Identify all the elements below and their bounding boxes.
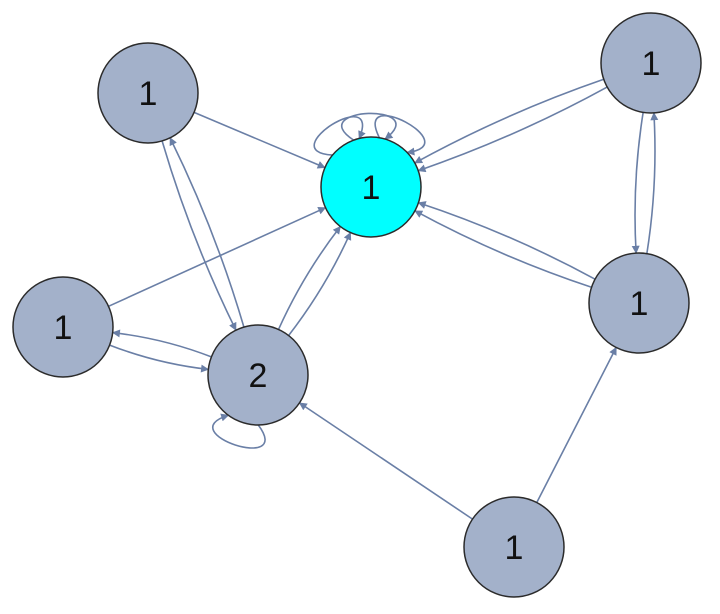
- node-hub: 2: [207, 324, 309, 426]
- node-top-right: 1: [600, 12, 702, 114]
- edge-hub-to-hub: [211, 413, 266, 449]
- node-label: 1: [54, 309, 73, 347]
- node-label: 1: [139, 75, 158, 113]
- edge-hub-to-center: [287, 231, 352, 336]
- node-label: 2: [249, 357, 268, 395]
- edge-bottom-to-right: [536, 346, 617, 503]
- node-label: 1: [505, 529, 524, 567]
- edge-center-to-center: [374, 114, 426, 156]
- node-circle: [320, 136, 422, 238]
- edge-top-right-to-center: [414, 78, 604, 164]
- edge-right-to-center: [414, 210, 592, 289]
- node-circle: [97, 42, 199, 144]
- node-label: 1: [630, 285, 649, 323]
- node-right: 1: [588, 252, 690, 354]
- node-bottom: 1: [463, 496, 565, 598]
- edge-top-right-to-center: [417, 86, 608, 173]
- edge-center-to-center: [313, 116, 366, 156]
- edge-hub-to-center: [277, 225, 342, 330]
- edge-hub-to-top-left: [169, 137, 245, 328]
- edge-top-right-to-right: [631, 112, 644, 254]
- edge-bottom-to-hub: [298, 402, 473, 520]
- edges-layer: [108, 78, 659, 520]
- node-circle: [588, 252, 690, 354]
- node-center: 1: [320, 136, 422, 238]
- edge-left-to-center: [108, 206, 327, 308]
- edge-right-to-top-right: [646, 112, 659, 254]
- node-label: 1: [642, 45, 661, 83]
- node-circle: [12, 276, 114, 378]
- edge-left-to-hub: [109, 344, 210, 373]
- edge-right-to-center: [417, 201, 596, 280]
- edge-top-left-to-center: [193, 111, 326, 169]
- edge-center-to-center: [341, 112, 397, 141]
- node-circle: [463, 496, 565, 598]
- node-left: 1: [12, 276, 114, 378]
- edge-top-left-to-hub: [161, 140, 237, 331]
- edge-hub-to-left: [111, 329, 212, 358]
- node-top-left: 1: [97, 42, 199, 144]
- node-label: 1: [362, 169, 381, 207]
- node-circle: [207, 324, 309, 426]
- nodes-layer: 1 1 1 1 2 1 1: [12, 12, 702, 598]
- node-circle: [600, 12, 702, 114]
